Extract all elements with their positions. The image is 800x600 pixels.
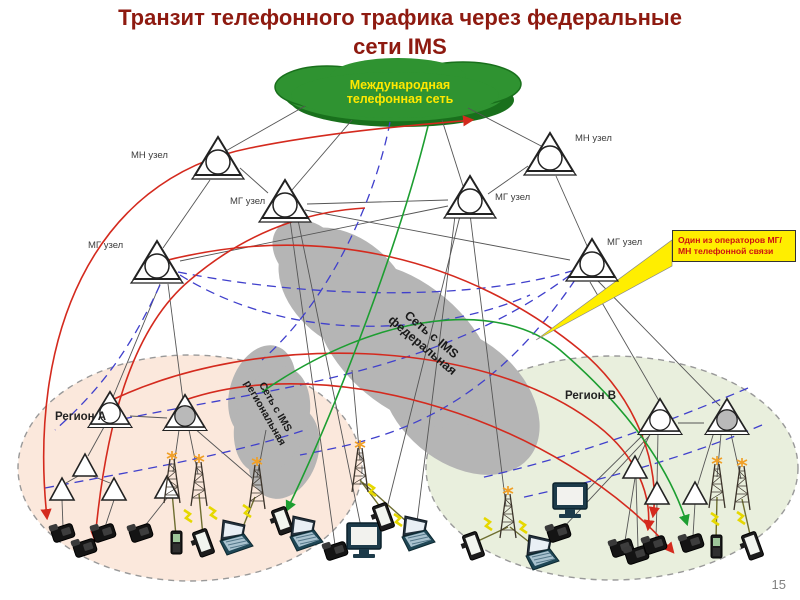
call-paths-red <box>40 115 675 554</box>
lightning-icon <box>366 482 378 498</box>
desk-phone-icon <box>320 536 350 562</box>
region-b-label: Регион В <box>565 390 617 402</box>
mobile-phone-icon <box>170 530 183 555</box>
mg-node-far-left-label: МГ узел <box>88 240 124 251</box>
mg-node-far-right-label: МГ узел <box>607 237 643 248</box>
region-a-label: Регион А <box>55 411 107 423</box>
mn-node-right-icon <box>523 132 577 176</box>
call-paths-green <box>261 125 690 527</box>
mg-node-mid-right-icon <box>443 175 497 219</box>
mg-node-mid-left-label: МГ узел <box>230 196 266 207</box>
mn-node-left-label: МН узел <box>131 150 168 161</box>
monitor-icon <box>346 522 382 559</box>
callout-beam <box>535 239 673 341</box>
mg-node-mid-right-label: МГ узел <box>495 192 531 203</box>
international-cloud <box>274 58 522 127</box>
mn-node-right-label: МН узел <box>575 133 612 144</box>
mg-node-mid-left-icon <box>258 179 312 223</box>
mg-node-far-left-icon <box>130 240 184 284</box>
slide-title: Транзит телефонного трафика через федера… <box>118 5 682 59</box>
international-cloud-label: Международная телефонная сеть <box>346 78 454 106</box>
laptop-icon <box>401 515 436 552</box>
mn-node-left-icon <box>191 136 245 180</box>
mobile-phone-icon <box>710 534 723 559</box>
page-number: 15 <box>771 577 786 592</box>
operator-callout: Один из операторов МГ/МН телефонной связ… <box>672 230 796 263</box>
